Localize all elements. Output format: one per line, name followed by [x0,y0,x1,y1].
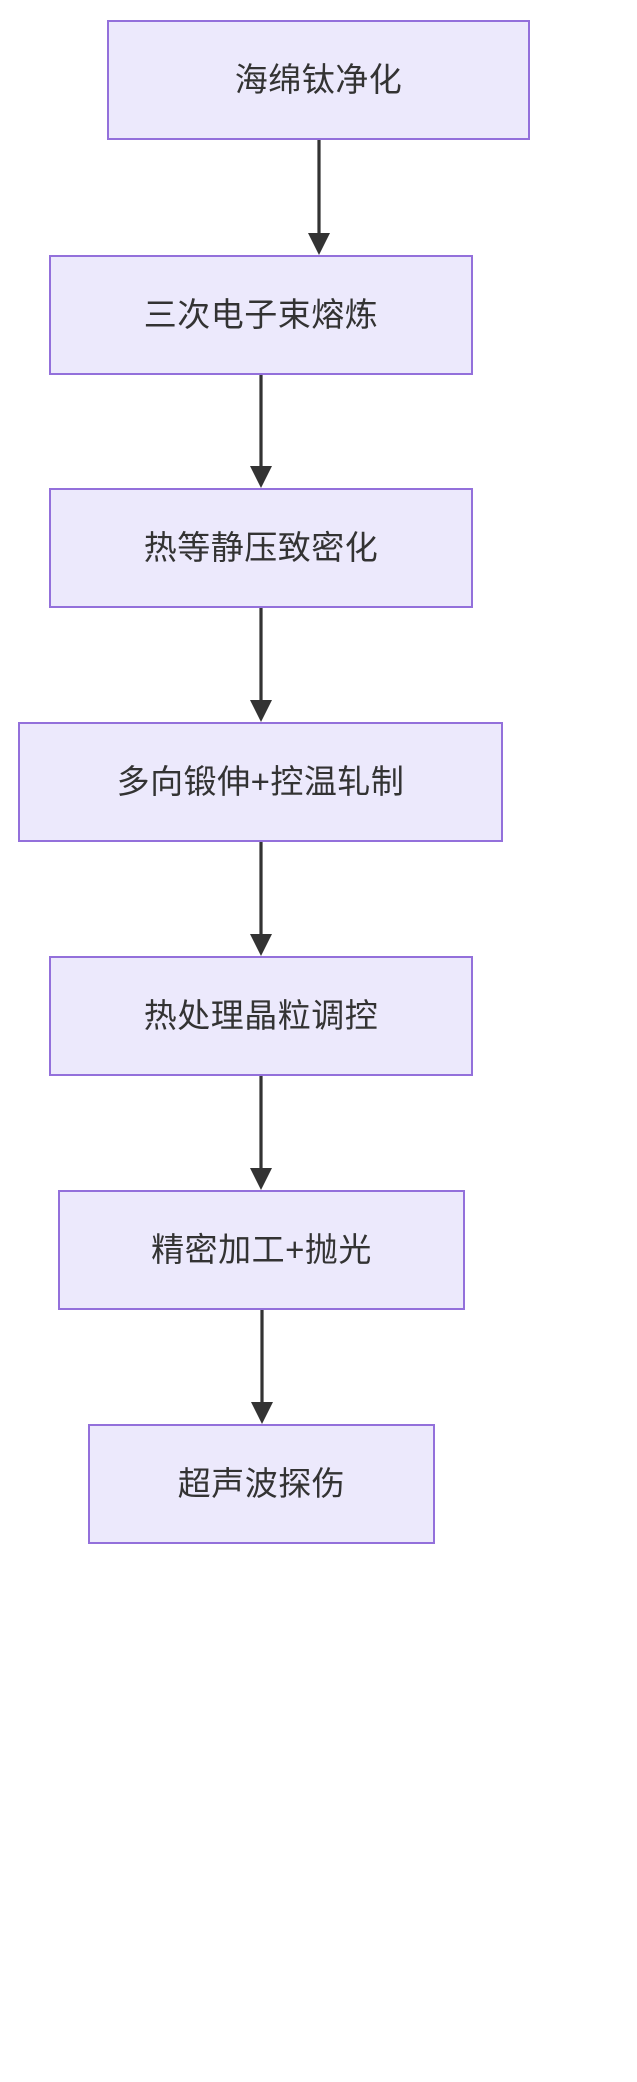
flowchart-node-label: 多向锻伸+控温轧制 [116,763,405,801]
flowchart-node-label: 精密加工+抛光 [151,1231,372,1269]
flowchart-node-label: 热等静压致密化 [143,529,379,567]
flowchart-arrowhead-e4 [250,934,272,956]
flowchart-node-label: 热处理晶粒调控 [143,997,379,1035]
flowchart-node-label: 超声波探伤 [177,1465,346,1503]
flowchart-arrowhead-e2 [250,466,272,488]
flowchart-arrowhead-e6 [251,1402,273,1424]
flowchart-node-n6[interactable]: 精密加工+抛光 [58,1190,465,1310]
flowchart-arrowhead-e5 [250,1168,272,1190]
flowchart-node-n7[interactable]: 超声波探伤 [88,1424,435,1544]
flowchart-node-label: 三次电子束熔炼 [143,296,379,334]
flowchart-node-n5[interactable]: 热处理晶粒调控 [49,956,473,1076]
flowchart-arrowhead-e3 [250,700,272,722]
flowchart-arrowhead-e1 [308,233,330,255]
flowchart-node-n3[interactable]: 热等静压致密化 [49,488,473,608]
flowchart-node-n2[interactable]: 三次电子束熔炼 [49,255,473,375]
flowchart-node-n4[interactable]: 多向锻伸+控温轧制 [18,722,503,842]
flowchart-node-label: 海绵钛净化 [234,61,403,99]
flowchart-node-n1[interactable]: 海绵钛净化 [107,20,530,140]
